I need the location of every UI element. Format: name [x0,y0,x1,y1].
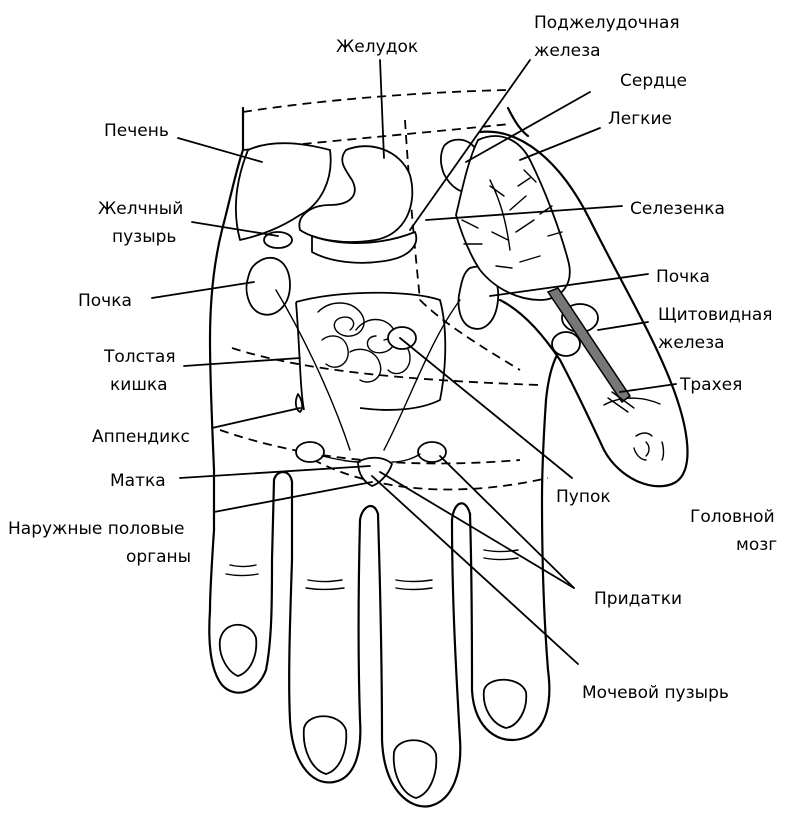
label-thyroid-1: Щитовидная [658,305,773,325]
label-lungs: Легкие [608,109,672,129]
label-kidney-left: Почка [78,291,132,311]
brain-thumb-face [633,432,665,461]
kidney-left-shape [245,256,291,316]
label-adnexa: Придатки [594,589,682,609]
label-bladder: Мочевой пузырь [582,683,729,703]
navel-shape [387,326,417,350]
label-brain-1: Головной [690,507,775,527]
label-thyroid-2: железа [658,333,725,353]
labels: Желудок Поджелудочная железа Сердце Легк… [8,13,777,703]
leader-lines [151,59,677,665]
finger-details [218,549,528,799]
adnexa-left-shape [295,441,325,463]
liver-shape [235,142,332,241]
bronchi-shape [461,169,563,269]
organs [235,135,665,487]
label-stomach: Желудок [336,37,418,57]
label-navel: Пупок [556,487,611,507]
middle-fingertip-foot [392,739,438,799]
hand-outline [208,89,689,808]
label-kidney-right: Почка [656,267,710,287]
uterus-shape [357,456,393,487]
colon-shape [295,291,447,411]
label-genitals-2: органы [126,547,191,567]
label-brain-2: мозг [736,535,777,555]
label-colon-2: кишка [110,375,168,395]
label-heart: Сердце [620,71,687,91]
thyroid-right-shape [551,331,581,357]
pancreas-shape [311,231,418,264]
trachea-shape [546,287,632,404]
label-appendix: Аппендикс [92,427,190,447]
label-pancreas-1: Поджелудочная [534,13,680,33]
lungs-shape [455,135,571,301]
gallbladder-shape [263,231,293,249]
intestine-shape [317,302,411,383]
label-gallbladder-1: Желчный [98,199,183,219]
ring-fingertip-foot [302,715,348,775]
index-fingertip-foot [482,678,528,729]
label-genitals-1: Наружные половые [8,519,184,539]
label-trachea: Трахея [679,375,742,395]
label-liver: Печень [104,121,169,141]
label-spleen: Селезенка [630,199,725,219]
label-gallbladder-2: пузырь [112,227,176,247]
label-pancreas-2: железа [534,41,601,61]
little-fingertip-foot [218,623,258,677]
label-colon-1: Толстая [103,347,176,367]
label-uterus: Матка [110,471,166,491]
stomach-shape [298,145,414,243]
adnexa-right-shape [417,441,447,463]
